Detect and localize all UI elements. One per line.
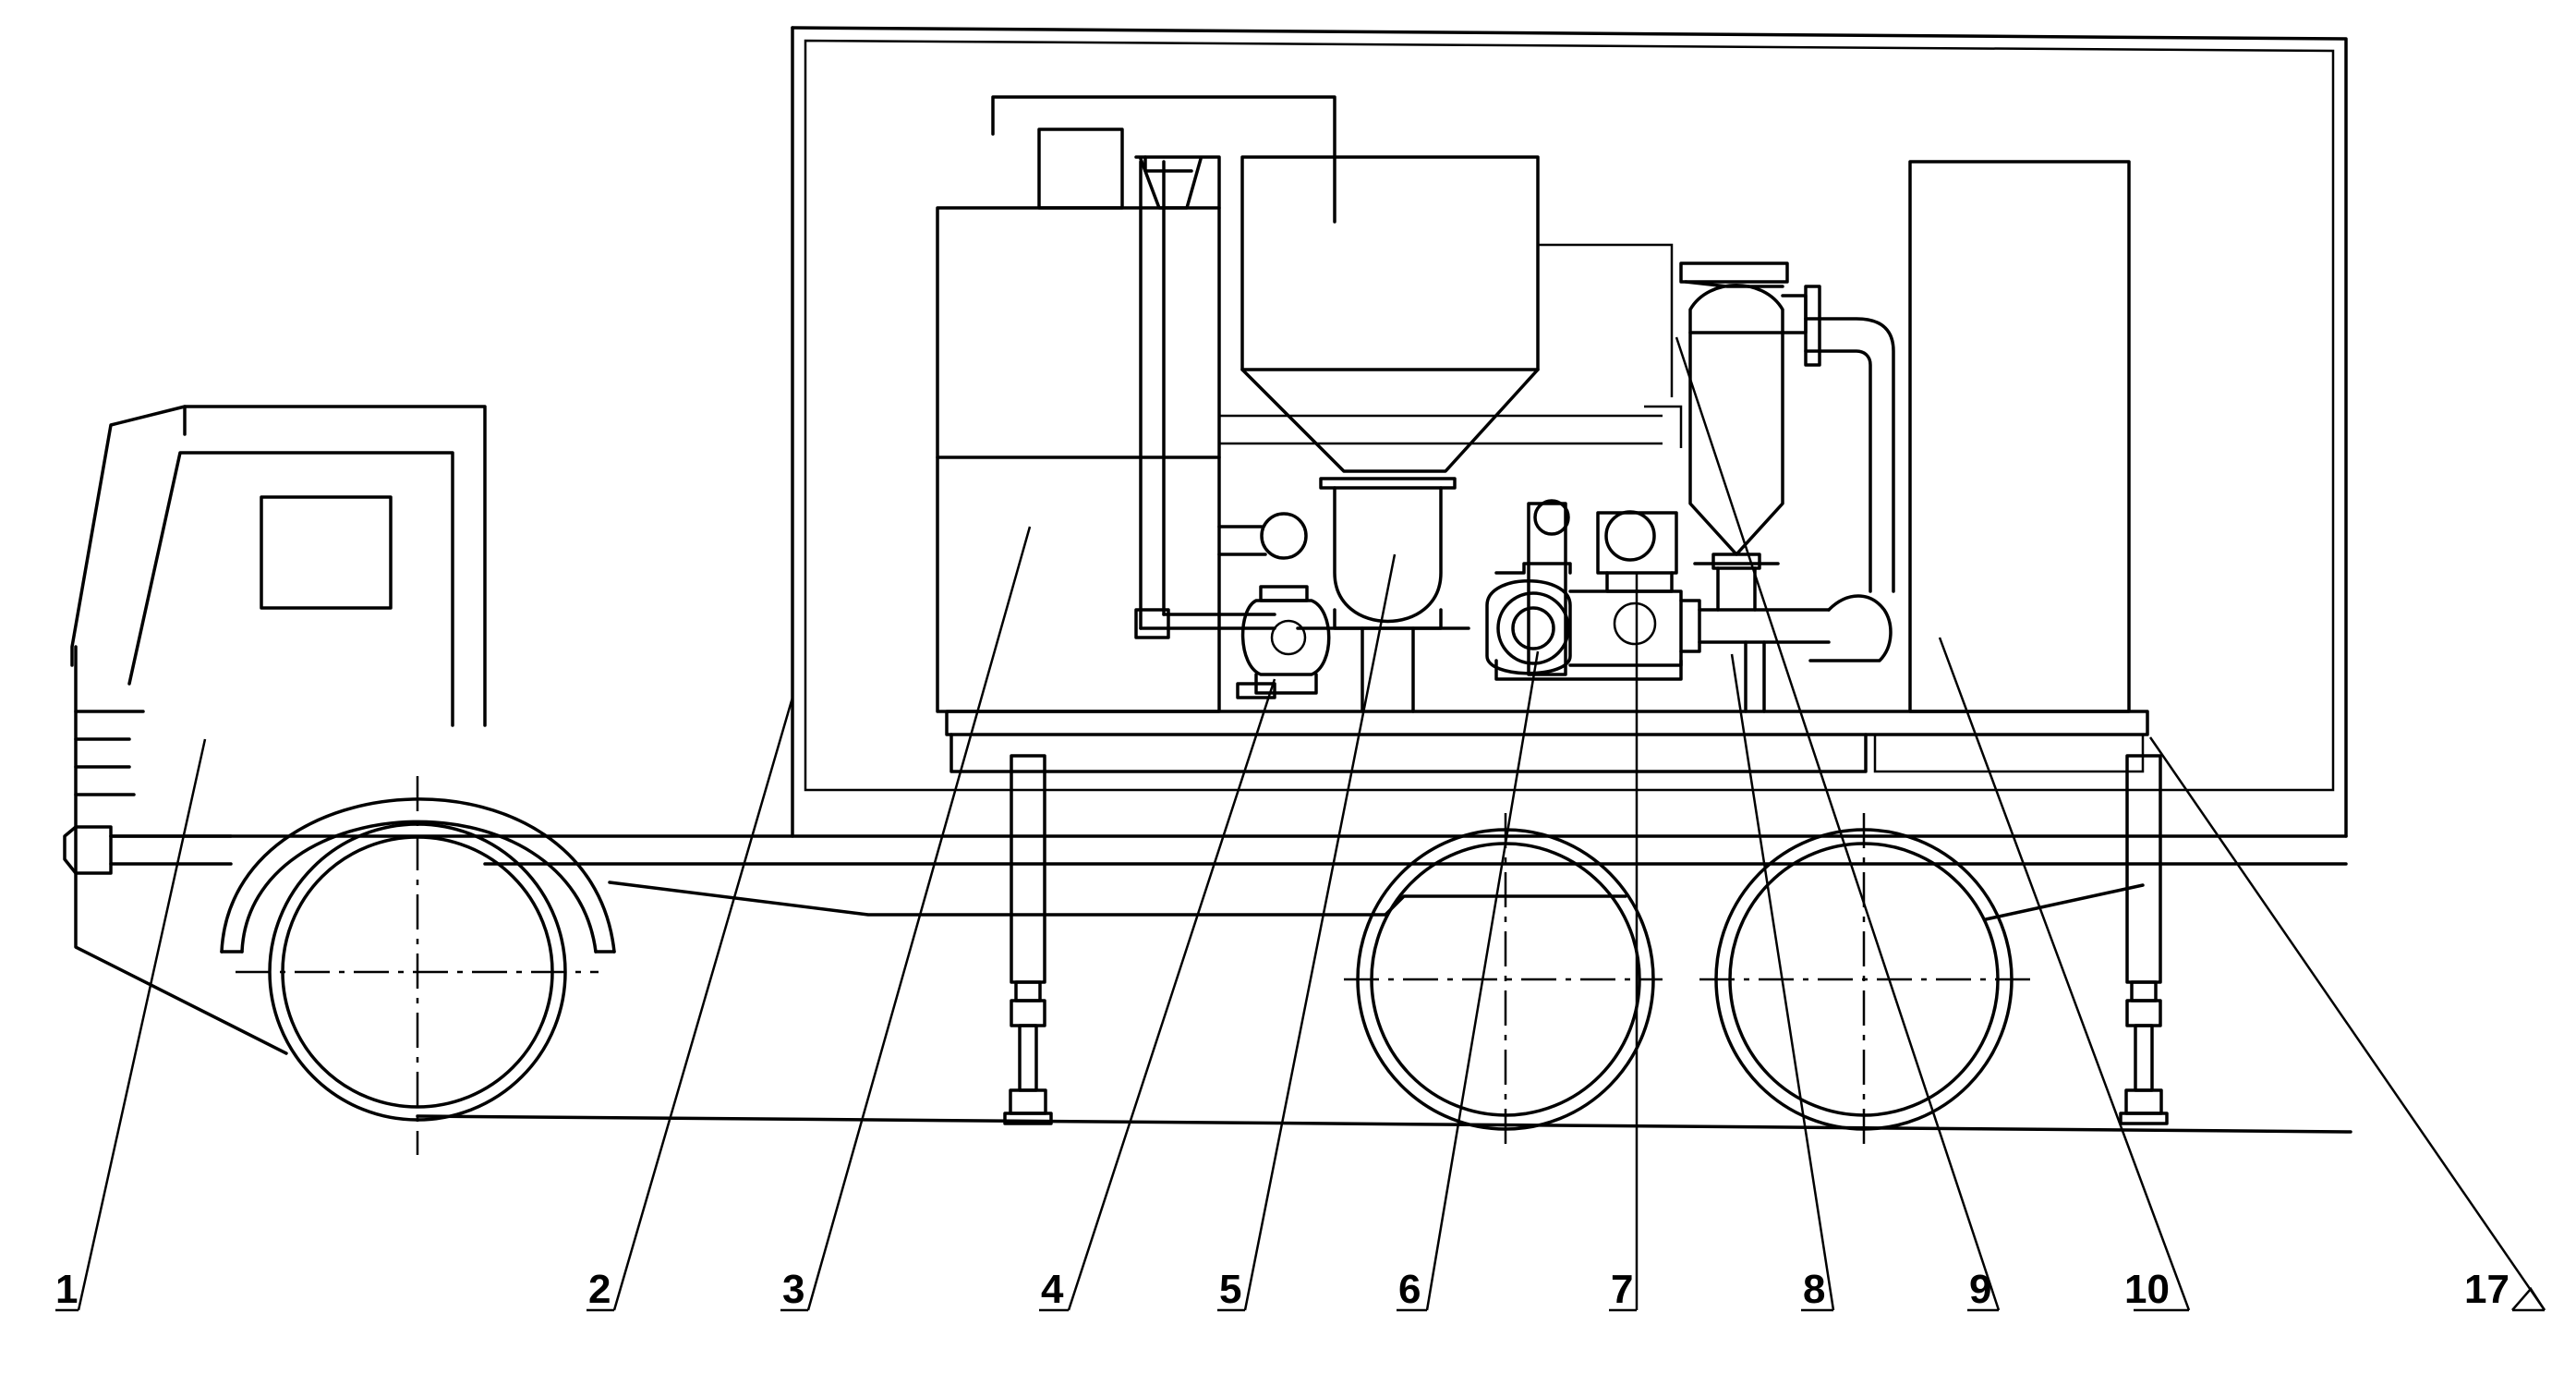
chassis-frame <box>109 834 2352 1134</box>
callout-7: 7 <box>1611 1267 1633 1312</box>
pump-valve <box>1217 512 1331 699</box>
motor <box>1037 128 1124 210</box>
truck-cab <box>63 405 487 1055</box>
callout-5: 5 <box>1219 1267 1241 1312</box>
callout-1: 1 <box>55 1267 78 1312</box>
outrigger-jack-rear <box>2119 754 2169 1125</box>
tank-cabinet <box>936 95 1336 713</box>
rear-wheels <box>1344 813 2032 1150</box>
hopper <box>1240 155 1540 713</box>
callout-4: 4 <box>1041 1267 1064 1312</box>
pump-unit <box>1485 499 1831 681</box>
callout-6: 6 <box>1398 1267 1421 1312</box>
front-bumper <box>63 825 113 875</box>
callout-3: 3 <box>782 1267 804 1312</box>
callout-8: 8 <box>1803 1267 1825 1312</box>
callout-2: 2 <box>588 1267 611 1312</box>
callout-17: 17 <box>2464 1267 2509 1312</box>
callout-9: 9 <box>1969 1267 1991 1312</box>
side-door <box>1908 160 2131 713</box>
callout-labels: 1 2 3 4 5 6 7 8 9 10 17 <box>55 1267 2509 1312</box>
leader-lines <box>55 336 2546 1312</box>
cyclone-separator <box>1679 261 1895 713</box>
background-machinery <box>1219 243 1683 448</box>
equipment-platform <box>945 710 2149 773</box>
cargo-body <box>791 26 2348 838</box>
feed-pipe <box>1134 160 1276 639</box>
cab-window <box>260 495 393 610</box>
outrigger-jack-front <box>1003 754 1053 1125</box>
callout-10: 10 <box>2124 1267 2170 1312</box>
front-wheel <box>220 776 616 1155</box>
